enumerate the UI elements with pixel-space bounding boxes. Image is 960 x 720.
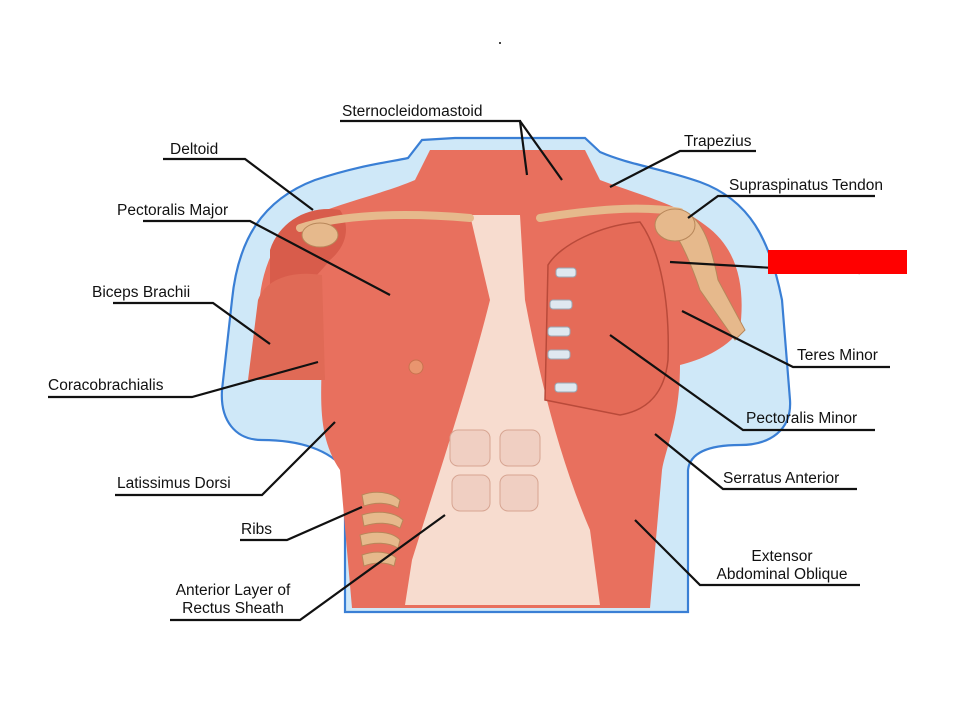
label-pectoralis-major: Pectoralis Major: [117, 202, 228, 220]
label-extensor-line1: Extensor: [702, 548, 862, 566]
shoulder-joint-right: [655, 209, 695, 241]
label-coracobrachialis: Coracobrachialis: [48, 377, 163, 395]
label-pectoralis-minor: Pectoralis Minor: [746, 410, 857, 428]
label-biceps-brachii: Biceps Brachii: [92, 284, 190, 302]
shoulder-joint-left: [302, 223, 338, 247]
redacted-label-box: [768, 250, 907, 274]
label-anterior-layer-line1: Anterior Layer of: [162, 582, 304, 600]
label-teres-minor: Teres Minor: [797, 347, 878, 365]
label-ribs: Ribs: [241, 521, 272, 539]
label-anterior-layer-rectus-sheath: Anterior Layer of Rectus Sheath: [162, 582, 304, 618]
label-extensor-abdominal-oblique: Extensor Abdominal Oblique: [702, 548, 862, 584]
label-supraspinatus-tendon: Supraspinatus Tendon: [729, 177, 883, 195]
label-deltoid: Deltoid: [170, 141, 218, 159]
nipple: [409, 360, 423, 374]
label-serratus-anterior: Serratus Anterior: [723, 470, 839, 488]
label-extensor-line2: Abdominal Oblique: [702, 566, 862, 584]
label-sternocleidomastoid: Sternocleidomastoid: [342, 103, 482, 121]
label-anterior-layer-line2: Rectus Sheath: [162, 600, 304, 618]
label-trapezius: Trapezius: [684, 133, 751, 151]
label-latissimus-dorsi: Latissimus Dorsi: [117, 475, 231, 493]
